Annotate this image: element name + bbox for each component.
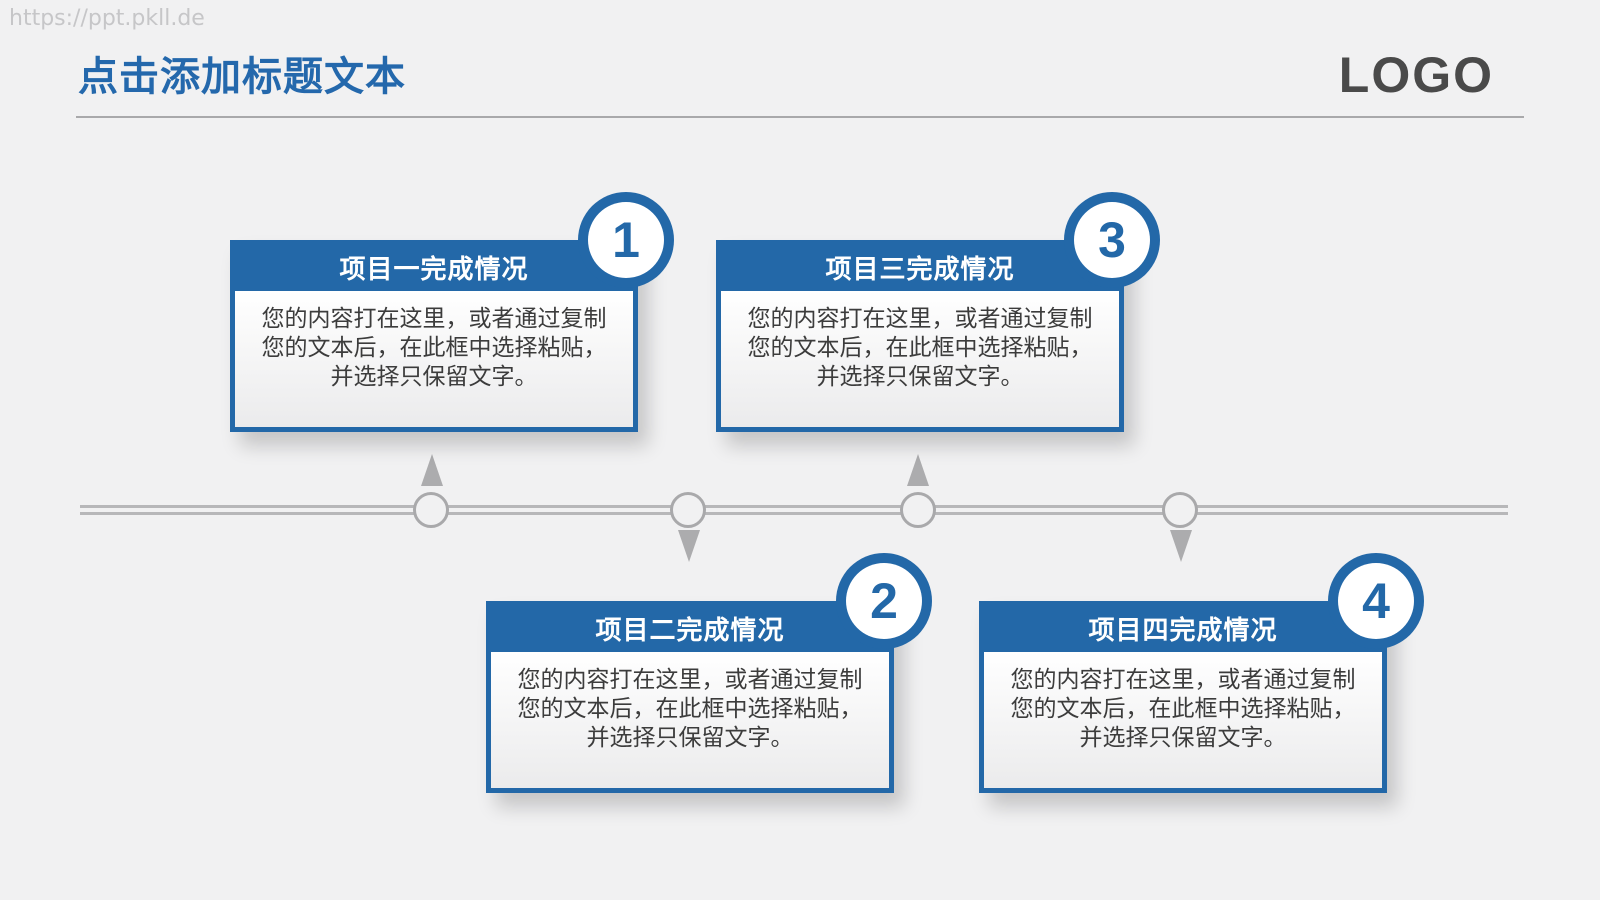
item-card-4[interactable]: 项目四完成情况 您的内容打在这里，或者通过复制 您的文本后，在此框中选择粘贴， …	[979, 601, 1387, 793]
item-card-3[interactable]: 项目三完成情况 您的内容打在这里，或者通过复制 您的文本后，在此框中选择粘贴， …	[716, 240, 1124, 432]
item-card-title: 项目一完成情况	[235, 245, 633, 291]
badge-number: 2	[846, 563, 922, 639]
timeline-node-3	[900, 492, 936, 528]
badge-number: 4	[1338, 563, 1414, 639]
item-card-body-line: 您的文本后，在此框中选择粘贴，	[747, 335, 1093, 361]
number-badge-4: 4	[1328, 553, 1424, 649]
item-card-body: 您的内容打在这里，或者通过复制 您的文本后，在此框中选择粘贴， 并选择只保留文字…	[491, 652, 889, 788]
badge-number: 1	[588, 202, 664, 278]
title-divider	[76, 116, 1524, 118]
number-badge-2: 2	[836, 553, 932, 649]
timeline-node-2	[670, 492, 706, 528]
item-card-body-line: 并选择只保留文字。	[330, 364, 538, 390]
number-badge-3: 3	[1064, 192, 1160, 288]
item-card-title: 项目三完成情况	[721, 245, 1119, 291]
number-badge-1: 1	[578, 192, 674, 288]
item-card-body-line: 您的文本后，在此框中选择粘贴，	[261, 335, 607, 361]
item-card-1[interactable]: 项目一完成情况 您的内容打在这里，或者通过复制 您的文本后，在此框中选择粘贴， …	[230, 240, 638, 432]
item-card-body-line: 您的文本后，在此框中选择粘贴，	[517, 696, 863, 722]
item-card-body-line: 并选择只保留文字。	[1079, 725, 1287, 751]
badge-number: 3	[1074, 202, 1150, 278]
timeline-line	[80, 505, 1508, 515]
timeline-node-4	[1162, 492, 1198, 528]
timeline-node-1	[413, 492, 449, 528]
item-card-body-line: 并选择只保留文字。	[816, 364, 1024, 390]
item-card-2[interactable]: 项目二完成情况 您的内容打在这里，或者通过复制 您的文本后，在此框中选择粘贴， …	[486, 601, 894, 793]
timeline-pointer-up-1	[421, 454, 443, 486]
item-card-body: 您的内容打在这里，或者通过复制 您的文本后，在此框中选择粘贴， 并选择只保留文字…	[235, 291, 633, 427]
item-card-title: 项目四完成情况	[984, 606, 1382, 652]
timeline-pointer-up-3	[907, 454, 929, 486]
item-card-body: 您的内容打在这里，或者通过复制 您的文本后，在此框中选择粘贴， 并选择只保留文字…	[721, 291, 1119, 427]
timeline-pointer-down-2	[678, 530, 700, 562]
item-card-body-line: 您的内容打在这里，或者通过复制	[261, 306, 607, 332]
timeline-pointer-down-4	[1170, 530, 1192, 562]
item-card-body-line: 您的内容打在这里，或者通过复制	[517, 667, 863, 693]
watermark-text: https://ppt.pkll.de	[9, 6, 205, 31]
item-card-body: 您的内容打在这里，或者通过复制 您的文本后，在此框中选择粘贴， 并选择只保留文字…	[984, 652, 1382, 788]
logo: LOGO	[1338, 47, 1494, 103]
item-card-body-line: 并选择只保留文字。	[586, 725, 794, 751]
item-card-body-line: 您的文本后，在此框中选择粘贴，	[1010, 696, 1356, 722]
item-card-title: 项目二完成情况	[491, 606, 889, 652]
item-card-body-line: 您的内容打在这里，或者通过复制	[747, 306, 1093, 332]
slide-title[interactable]: 点击添加标题文本	[78, 54, 406, 100]
item-card-body-line: 您的内容打在这里，或者通过复制	[1010, 667, 1356, 693]
